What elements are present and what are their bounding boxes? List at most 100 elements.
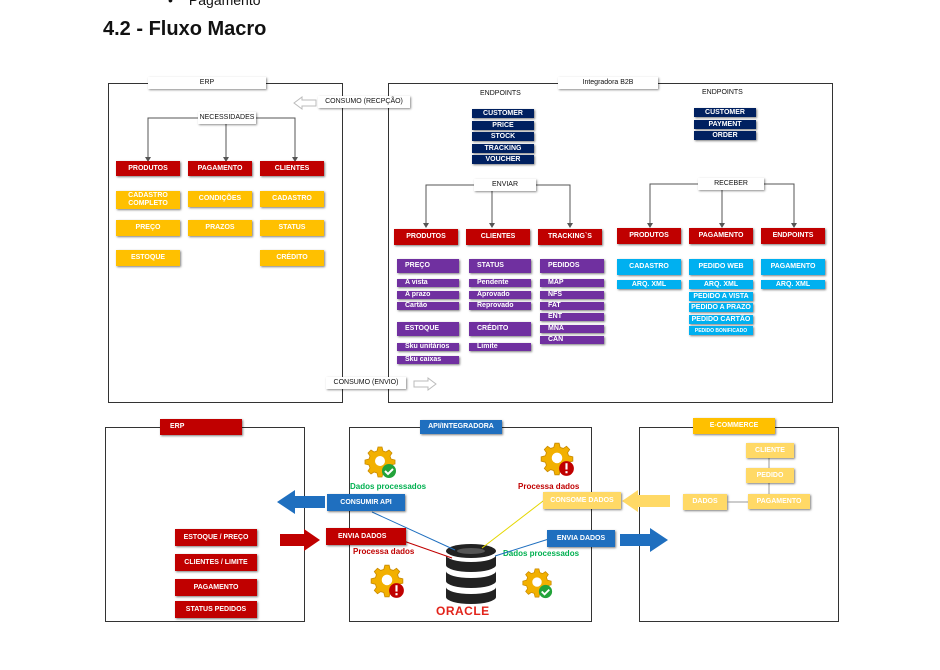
consumir-api-box: CONSUMIR API [327,494,405,511]
gear-check-icon [364,446,396,478]
receber-produtos-header: PRODUTOS [617,228,681,244]
arrow-left-blue-icon [277,490,325,514]
estoque-item: Sku unitários [397,343,459,351]
bullet-dot: • [168,0,173,8]
endpoint-item: CUSTOMER [694,108,756,117]
gear-alert-icon [370,564,404,598]
endpoints-left-title: ENDPOINTS [480,90,521,97]
status-item: Aprovado [469,291,531,299]
ecommerce-dados-box: DADOS [683,494,727,510]
bullet-item: • Pagamento [168,0,261,8]
endpoints-right-title: ENDPOINTS [702,89,743,96]
erp-pagamento-item: CONDIÇÕES [188,191,252,207]
pedido-web-item: PEDIDO CARTÃO [689,315,753,324]
pedidos-item: MAP [540,279,604,287]
gear-alert-icon [540,442,574,476]
envia-dados-right-box: ENVIA DADOS [547,530,615,547]
bottom-ecommerce-frame [639,427,839,622]
pagamento-title: PAGAMENTO [761,259,825,275]
dados-processados-left: Dados processados [350,482,427,491]
arrow-right-blue-icon [620,528,668,552]
consumo-recepcao-label: CONSUMO (RECPÇÃO) [318,96,410,108]
pagamento-item: ARQ. XML [761,280,825,289]
erp-produtos-item: PREÇO [116,220,180,236]
erp-pagamento-item: PRAZOS [188,220,252,236]
endpoint-item: PRICE [472,121,534,130]
page-heading: 4.2 - Fluxo Macro [103,18,267,40]
pedidos-item: NFS [540,291,604,299]
erp-clientes-item: CRÉDITO [260,250,324,266]
erp-pagamento-header: PAGAMENTO [188,161,252,176]
gear-check-icon [522,568,553,599]
bottom-api-title: API/INTEGRADORA [420,420,502,434]
endpoint-item: CUSTOMER [472,109,534,118]
ecommerce-item: CLIENTE [746,443,794,458]
endpoint-item: VOUCHER [472,155,534,164]
pedidos-item: FAT [540,302,604,310]
preco-item: Cartão [397,302,459,310]
integradora-title: Integradora B2B [558,77,658,89]
credito-title: CRÉDITO [469,322,531,336]
pedido-web-item: PEDIDO A VISTA [689,292,753,301]
dados-processados-right: Dados processados [503,549,580,558]
consumo-envio-label: CONSUMO (ENVIO) [326,377,406,389]
estoque-item: Sku caixas [397,356,459,364]
cadastro-item: ARQ. XML [617,280,681,289]
bullet-text: Pagamento [188,0,261,8]
pedidos-item: ENT [540,313,604,321]
arrow-right-red-icon [280,529,320,551]
receber-label: RECEBER [698,178,764,190]
integradora-frame [388,83,833,403]
enviar-label: ENVIAR [474,179,536,191]
estoque-title: ESTOQUE [397,322,459,336]
status-item: Reprovado [469,302,531,310]
preco-item: A prazo [397,291,459,299]
pedido-web-item: PEDIDO A PRAZO [689,303,753,312]
status-item: Pendente [469,279,531,287]
erp-item: CLIENTES / LIMITE [175,554,257,571]
enviar-trackings-header: TRACKING`S [538,229,602,245]
ecommerce-item: PEDIDO [746,468,794,483]
erp-produtos-item: CADASTRO COMPLETO [116,191,180,209]
erp-produtos-header: PRODUTOS [116,161,180,176]
erp-clientes-item: STATUS [260,220,324,236]
endpoint-item: STOCK [472,132,534,141]
status-title: STATUS [469,259,531,273]
necessidades-label: NECESSIDADES [198,112,256,124]
receber-pagamento-header: PAGAMENTO [689,228,753,244]
oracle-logo: ORACLE [436,604,490,618]
bottom-erp-title: ERP [160,419,242,435]
credito-item: Limite [469,343,531,351]
cadastro-title: CADASTRO [617,259,681,275]
arrow-left-yellow-icon [622,490,670,512]
bottom-ecommerce-title: E-COMMERCE [693,418,775,434]
erp-clientes-header: CLIENTES [260,161,324,176]
erp-produtos-item: ESTOQUE [116,250,180,266]
preco-item: A vista [397,279,459,287]
pedidos-title: PEDIDOS [540,259,604,273]
pedidos-item: CAN [540,336,604,344]
endpoint-item: ORDER [694,131,756,140]
pedidos-item: MNA [540,325,604,333]
pedido-web-title: PEDIDO WEB [689,259,753,275]
erp-item: PAGAMENTO [175,579,257,596]
erp-item: ESTOQUE / PREÇO [175,529,257,546]
database-icon [446,544,496,604]
pedido-web-item: PEDIDO BONIFICADO [689,326,753,335]
arrow-left-icon [293,96,317,110]
enviar-clientes-header: CLIENTES [466,229,530,245]
erp-clientes-item: CADASTRO [260,191,324,207]
arrow-right-icon [413,377,437,391]
preco-title: PREÇO [397,259,459,273]
envia-dados-left-box: ENVIA DADOS [326,528,406,545]
erp-item: STATUS PEDIDOS [175,601,257,618]
endpoint-item: PAYMENT [694,120,756,129]
ecommerce-item: PAGAMENTO [748,494,810,509]
pedido-web-item: ARQ. XML [689,280,753,289]
consome-dados-box: CONSOME DADOS [543,492,621,509]
processa-dados-left: Processa dados [353,547,415,556]
enviar-produtos-header: PRODUTOS [394,229,458,245]
erp-title: ERP [148,77,266,89]
